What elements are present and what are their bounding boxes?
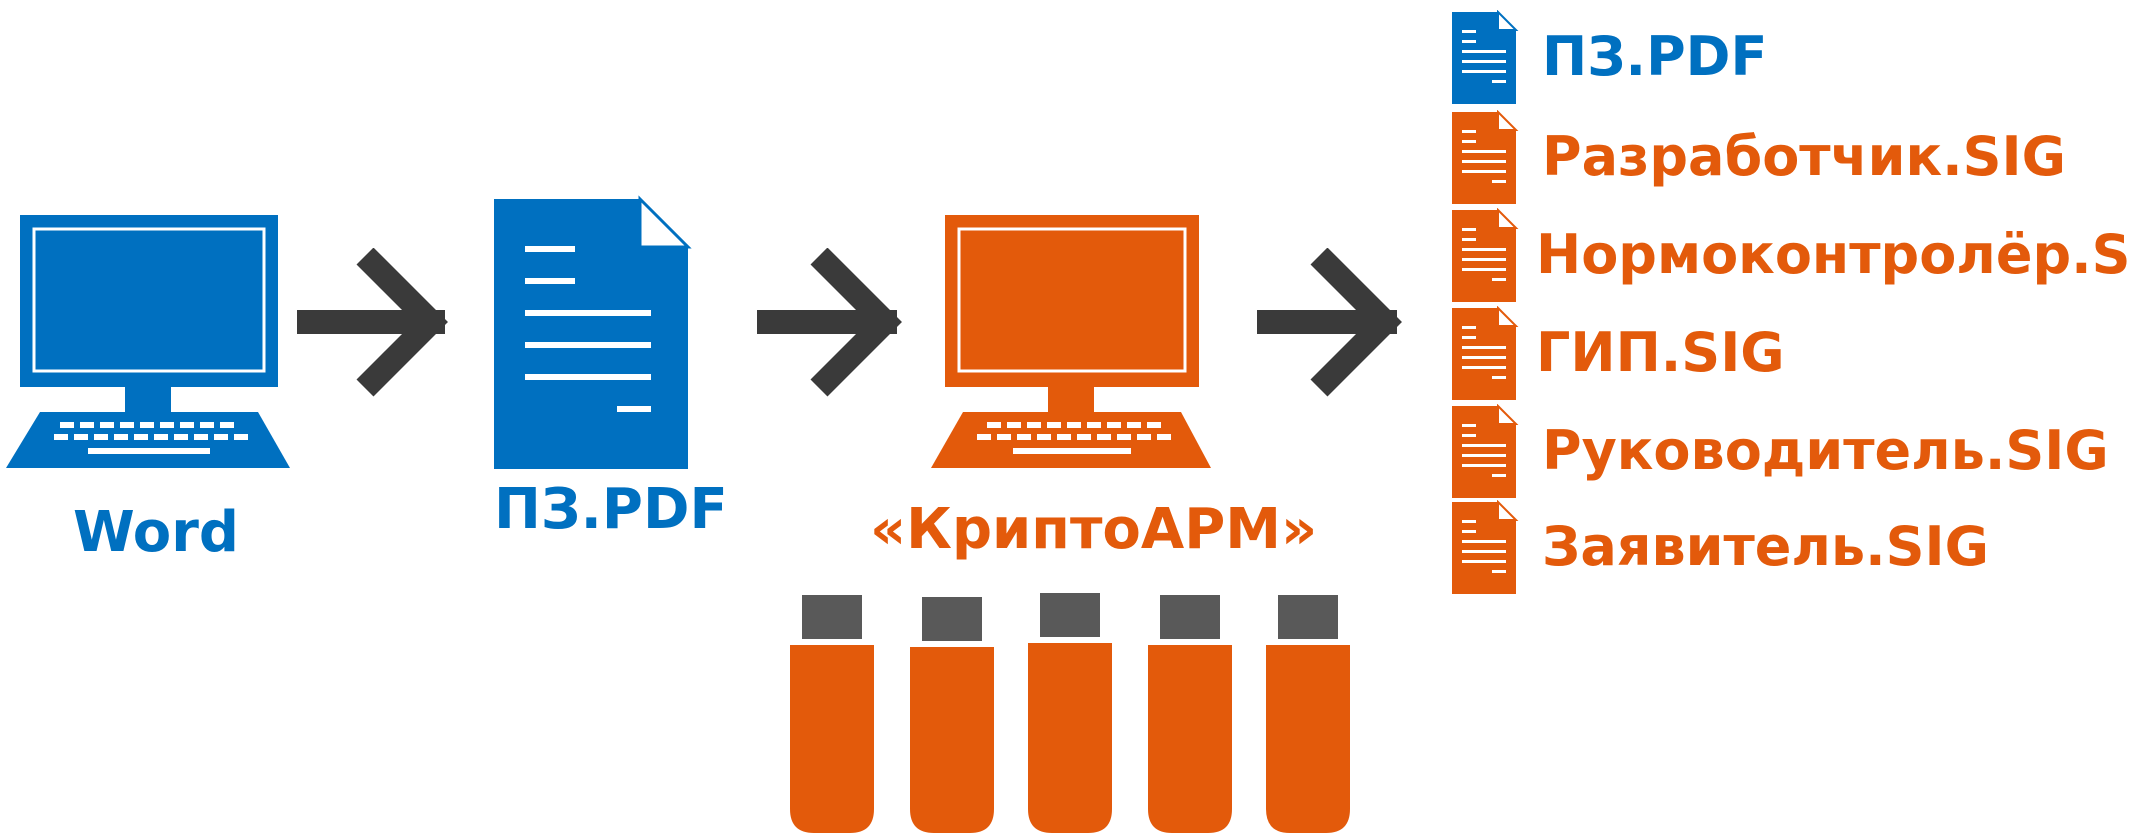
cryptoarm-label: «КриптоАРМ» xyxy=(870,497,1318,562)
output-file-label: Руководитель.SIG xyxy=(1542,419,2109,482)
usb-key-icon xyxy=(790,595,874,833)
sig-file-icon xyxy=(1452,208,1519,302)
usb-key-icon xyxy=(910,597,994,833)
word-computer-icon xyxy=(6,215,290,468)
arrow-right-icon xyxy=(757,248,902,397)
arrow-right-icon xyxy=(297,248,448,397)
output-file-label: ПЗ.PDF xyxy=(1542,25,1768,88)
usb-key-icon xyxy=(1266,595,1350,833)
sig-file-icon xyxy=(1452,306,1519,400)
output-file-row: ПЗ.PDF xyxy=(0,10,2132,106)
usb-key-icon xyxy=(1148,595,1232,833)
pdf-document-icon xyxy=(494,195,692,469)
pdf-label: ПЗ.PDF xyxy=(494,477,728,542)
sig-file-icon xyxy=(1452,500,1519,594)
sig-file-icon xyxy=(1452,110,1519,204)
pdf-file-icon xyxy=(1452,10,1519,104)
output-file-row: Нормоконтролёр.SIG xyxy=(0,208,2132,304)
output-file-row: Руководитель.SIG xyxy=(0,404,2132,500)
word-label: Word xyxy=(73,500,239,565)
output-file-label: Заявитель.SIG xyxy=(1542,515,1989,578)
output-file-label: Нормоконтролёр.SIG xyxy=(1536,223,2132,286)
output-file-label: ГИП.SIG xyxy=(1536,321,1785,384)
output-file-label: Разработчик.SIG xyxy=(1542,125,2066,188)
sig-file-icon xyxy=(1452,404,1519,498)
usb-key-icon xyxy=(1028,593,1112,833)
output-file-row: ГИП.SIG xyxy=(0,306,2132,402)
output-file-row: Заявитель.SIG xyxy=(0,500,2132,596)
arrow-right-icon xyxy=(1257,248,1402,397)
output-file-row: Разработчик.SIG xyxy=(0,110,2132,206)
cryptoarm-computer-icon xyxy=(931,215,1211,468)
